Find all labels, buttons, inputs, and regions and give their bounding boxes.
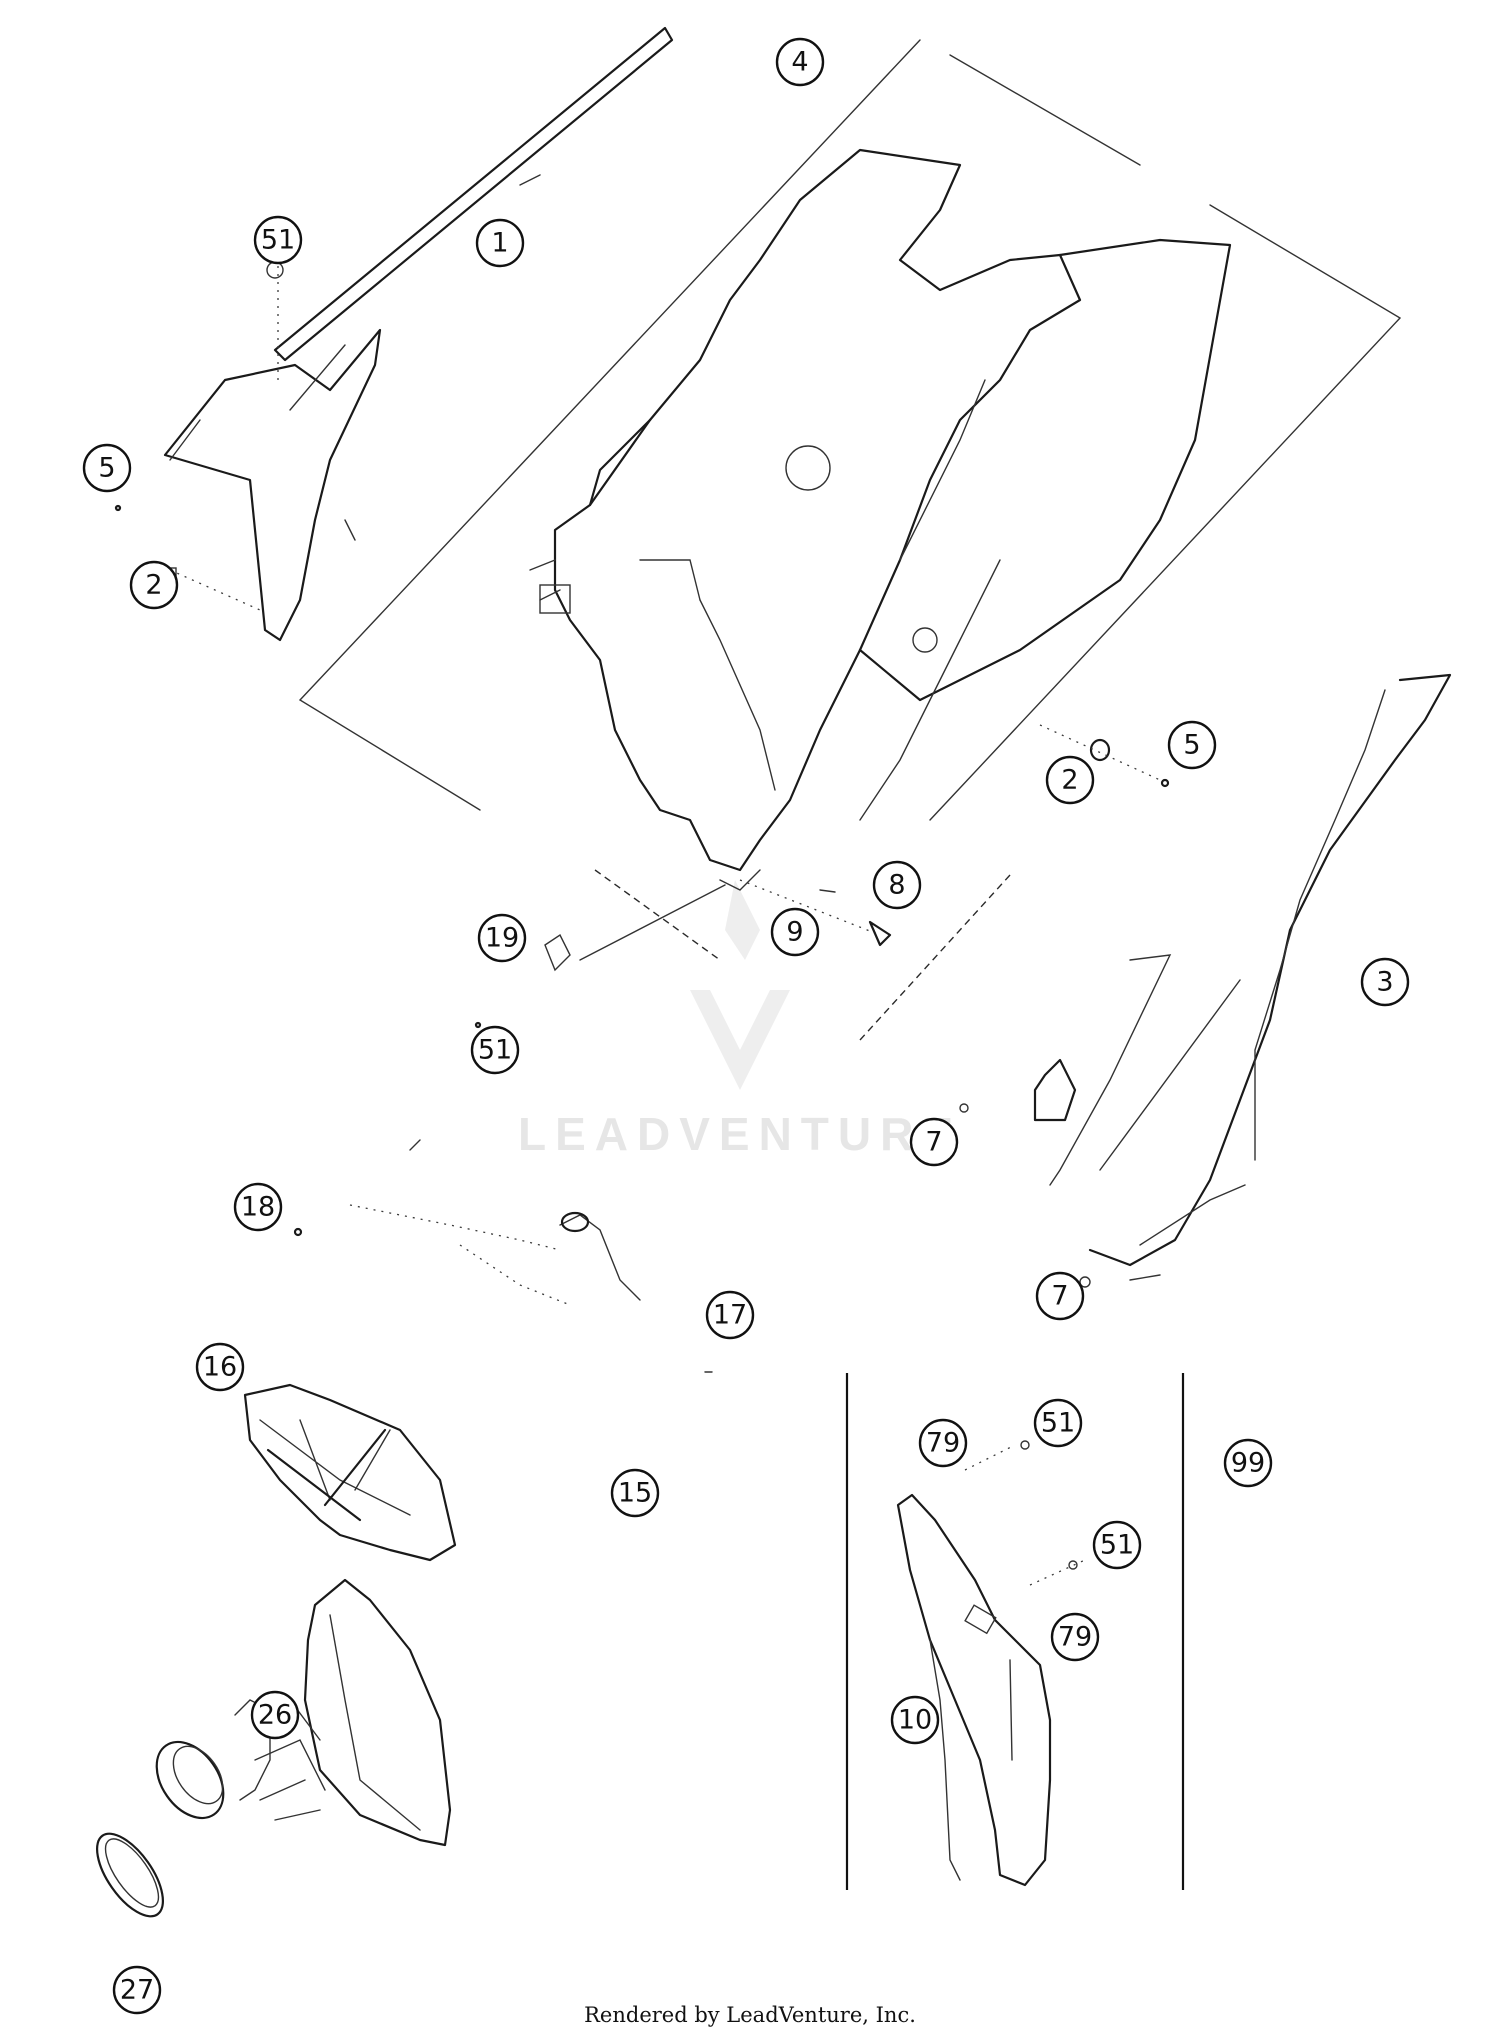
callout-15: 15 [610,1468,660,1518]
callout-27: 27 [112,1965,162,2015]
callout-label: 4 [791,47,808,78]
callout-19: 19 [477,913,527,963]
callout-2: 2 [1045,755,1095,805]
callout-16: 16 [195,1342,245,1392]
callout-label: 7 [1051,1281,1068,1312]
callout-label: 8 [888,870,905,901]
left-side-panel [114,250,382,642]
callout-label: 26 [258,1700,292,1731]
callout-label: 19 [485,923,519,954]
part-1-trim-strip [273,26,674,362]
callout-17: 17 [705,1290,755,1340]
callout-8: 8 [872,860,922,910]
callout-18: 18 [233,1182,283,1232]
callout-label: 79 [1058,1622,1092,1653]
washer-and-bolt-right [1039,724,1170,788]
callout-label: 99 [1231,1448,1265,1479]
callout-label: 27 [120,1975,154,2006]
callout-79: 79 [918,1418,968,1468]
callout-5: 5 [1167,720,1217,770]
callouts: 4 51 1 5 2 2 5 8 19 9 3 51 7 18 17 7 16 … [82,37,1410,2015]
callout-2: 2 [129,560,179,610]
inset-panel [845,1373,1185,1890]
callout-label: 17 [713,1300,747,1331]
callout-label: 3 [1376,967,1393,998]
callout-label: 15 [618,1478,652,1509]
callout-4: 4 [775,37,825,87]
callout-label: 51 [1041,1408,1075,1439]
callout-3: 3 [1360,957,1410,1007]
callout-label: 10 [898,1705,932,1736]
callout-label: 51 [478,1035,512,1066]
callout-9: 9 [770,907,820,957]
part-26-air-filter [95,1578,452,1918]
watermark-logo-icon [690,880,790,1090]
part-17-fender [293,1139,713,1373]
small-hardware-center [474,879,892,1029]
callout-label: 2 [145,570,162,601]
callout-51: 51 [470,1025,520,1075]
callout-label: 1 [491,228,508,259]
footer-credit: Rendered by LeadVenture, Inc. [584,2003,916,2027]
callout-label: 51 [1100,1530,1134,1561]
callout-label: 7 [925,1127,942,1158]
callout-51: 51 [1092,1520,1142,1570]
part-16-filter-cover [243,1383,457,1562]
watermark: LEADVENTURE [518,880,962,1160]
callout-1: 1 [475,218,525,268]
callout-label: 5 [98,453,115,484]
callout-7: 7 [909,1117,959,1167]
watermark-text: LEADVENTURE [518,1108,962,1160]
part-3-side-panel [959,673,1452,1288]
callout-label: 5 [1183,730,1200,761]
callout-5: 5 [82,443,132,493]
callout-label: 2 [1061,765,1078,796]
callout-10: 10 [890,1695,940,1745]
part-10-cover [896,1493,1052,1887]
callout-79: 79 [1050,1612,1100,1662]
callout-7: 7 [1035,1271,1085,1321]
callout-99: 99 [1223,1438,1273,1488]
callout-label: 18 [241,1192,275,1223]
callout-label: 51 [261,225,295,256]
callout-26: 26 [250,1690,300,1740]
callout-label: 79 [926,1428,960,1459]
callout-label: 16 [203,1352,237,1383]
part-4-frame [529,148,1232,891]
callout-51: 51 [1033,1398,1083,1448]
callout-51: 51 [253,215,303,265]
frame-assembly-outline [298,39,1402,1041]
callout-label: 9 [786,917,803,948]
